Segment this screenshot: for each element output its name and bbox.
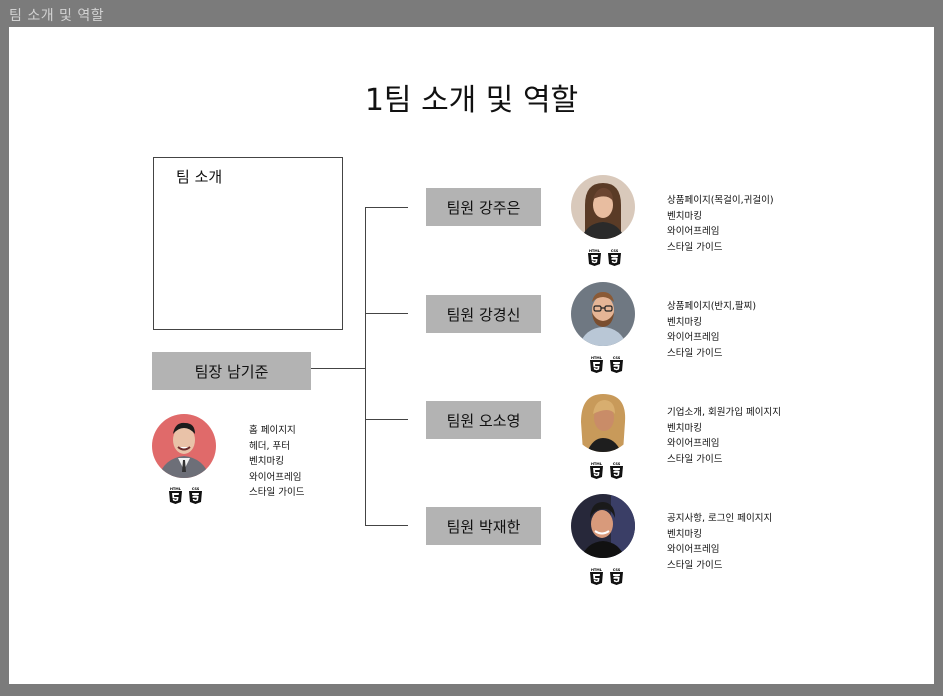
member-name-box: 팀원 오소영: [426, 401, 541, 439]
leader-roles: 홈 페이지지 헤더, 푸터 벤치마킹 와이어프레임 스타일 가이드: [249, 423, 304, 501]
connector-member-4: [365, 525, 408, 526]
member-roles: 상품페이지(목걸이,귀걸이) 벤치마킹 와이어프레임 스타일 가이드: [667, 193, 774, 255]
page-title: 1팀 소개 및 역할: [364, 83, 579, 118]
frame-title: 팀 소개 및 역할: [9, 8, 105, 24]
role-item: 벤치마킹: [249, 456, 284, 467]
role-item: 벤치마킹: [667, 316, 702, 328]
team-intro-box: 팀 소개: [153, 157, 343, 330]
css3-icon: CSS: [606, 248, 623, 267]
svg-text:HTML: HTML: [591, 356, 603, 360]
member-tech-badges: HTML CSS: [588, 355, 625, 374]
role-item: 스타일 가이드: [249, 487, 305, 498]
svg-text:CSS: CSS: [613, 462, 621, 466]
member-name-box: 팀원 강경신: [426, 295, 541, 333]
member-roles: 상품페이지(반지,팔찌) 벤치마킹 와이어프레임 스타일 가이드: [667, 299, 756, 361]
connector-member-2: [365, 313, 408, 314]
member-name-box: 팀원 강주은: [426, 188, 541, 226]
leader-tech-badges: HTML CSS: [167, 486, 204, 505]
member-avatar: [571, 388, 635, 452]
role-item: 와이어프레임: [249, 471, 302, 483]
svg-text:HTML: HTML: [591, 462, 603, 466]
connector-leader: [311, 368, 365, 369]
role-item: 스타일 가이드: [667, 453, 723, 465]
role-item: 와이어프레임: [667, 438, 720, 449]
html5-icon: HTML: [586, 248, 603, 267]
css3-icon: CSS: [608, 461, 625, 480]
member-tech-badges: HTML CSS: [586, 248, 623, 267]
html5-icon: HTML: [588, 461, 605, 480]
member-tech-badges: HTML CSS: [588, 567, 625, 586]
role-item: 벤치마킹: [667, 210, 702, 222]
member-tech-badges: HTML CSS: [588, 461, 625, 480]
svg-text:CSS: CSS: [613, 568, 621, 572]
role-item: 헤더, 푸터: [249, 440, 290, 452]
role-item: 상품페이지(목걸이,귀걸이): [667, 195, 774, 206]
css3-icon: CSS: [608, 567, 625, 586]
member-roles: 공지사항, 로그인 페이지지 벤치마킹 와이어프레임 스타일 가이드: [667, 511, 772, 573]
svg-text:CSS: CSS: [611, 249, 619, 253]
leader-name-box: 팀장 남기준: [152, 352, 311, 390]
member-roles: 기업소개, 회원가입 페이지지 벤치마킹 와이어프레임 스타일 가이드: [667, 405, 781, 467]
leader-avatar: [152, 414, 216, 478]
css3-icon: CSS: [187, 486, 204, 505]
svg-text:HTML: HTML: [589, 249, 601, 253]
role-item: 스타일 가이드: [667, 559, 723, 571]
connector-member-1: [365, 207, 408, 208]
role-item: 벤치마킹: [667, 528, 702, 540]
svg-text:CSS: CSS: [613, 356, 621, 360]
member-avatar: [571, 494, 635, 558]
role-item: 스타일 가이드: [667, 347, 723, 359]
role-item: 상품페이지(반지,팔찌): [667, 301, 757, 312]
role-item: 벤치마킹: [667, 422, 702, 434]
role-item: 기업소개, 회원가입 페이지지: [667, 407, 781, 418]
role-item: 와이어프레임: [667, 544, 720, 555]
svg-text:CSS: CSS: [192, 487, 200, 491]
role-item: 스타일 가이드: [667, 241, 723, 253]
member-avatar: [571, 282, 635, 346]
svg-text:HTML: HTML: [591, 568, 603, 572]
css3-icon: CSS: [608, 355, 625, 374]
html5-icon: HTML: [167, 486, 184, 505]
html5-icon: HTML: [588, 567, 605, 586]
connector-member-3: [365, 419, 408, 420]
role-item: 와이어프레임: [667, 332, 720, 343]
member-name-box: 팀원 박재한: [426, 507, 541, 545]
connector-trunk: [365, 207, 366, 525]
slide-canvas: 1팀 소개 및 역할 팀 소개 팀장 남기준 HTML CSS 홈 페이지지 헤…: [9, 27, 934, 684]
svg-text:HTML: HTML: [170, 487, 182, 491]
role-item: 홈 페이지지: [249, 425, 296, 436]
html5-icon: HTML: [588, 355, 605, 374]
role-item: 공지사항, 로그인 페이지지: [667, 513, 773, 524]
role-item: 와이어프레임: [667, 226, 720, 237]
member-avatar: [571, 175, 635, 239]
team-intro-label: 팀 소개: [176, 168, 223, 186]
